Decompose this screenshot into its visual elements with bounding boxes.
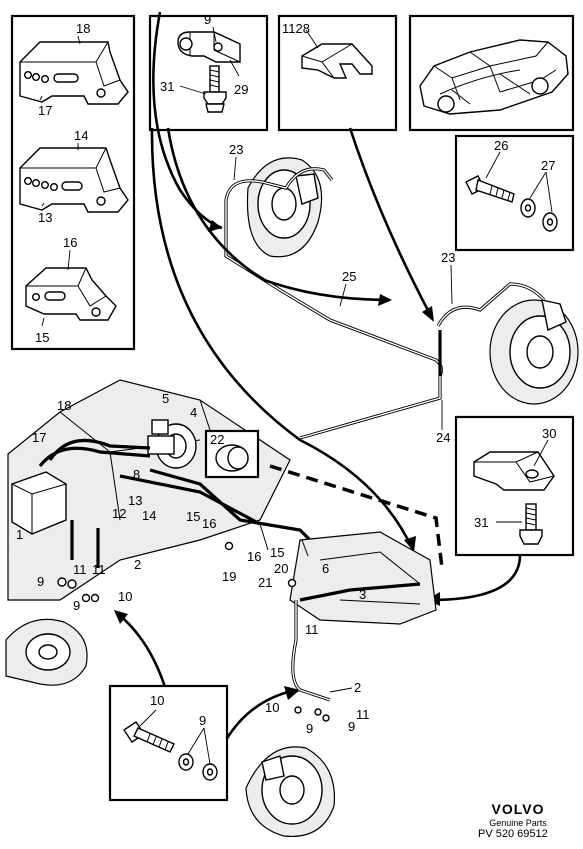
callout-16-engine: 16	[202, 516, 216, 531]
callout-23-front: 23	[229, 142, 243, 157]
callout-15-engine: 15	[186, 509, 200, 524]
callout-27: 27	[541, 158, 555, 173]
callout-1128: 1128	[282, 21, 310, 36]
callout-9-top: 9	[204, 12, 211, 27]
callout-4: 4	[190, 405, 197, 420]
bracket-16-15	[25, 267, 117, 321]
grommet-22-box: 22	[204, 429, 260, 479]
bracket-30-box: 30 31	[454, 415, 575, 557]
callout-30: 30	[542, 426, 556, 441]
callout-29: 29	[234, 82, 248, 97]
callout-9-box: 9	[199, 713, 206, 728]
clip-1128-box: 1128	[277, 14, 398, 132]
brand-subtitle: Genuine Parts	[489, 818, 547, 828]
front-brake-disc: 23	[224, 142, 334, 258]
callout-25: 25	[342, 269, 356, 284]
callout-13-engine: 13	[128, 493, 142, 508]
callout-18: 18	[76, 21, 90, 36]
callout-24: 24	[436, 430, 450, 445]
volvo-logo: VOLVO	[491, 801, 545, 817]
callout-2-rear: 2	[354, 680, 361, 695]
callout-31-top: 31	[160, 79, 174, 94]
callout-14-engine: 14	[142, 508, 156, 523]
callout-10-box: 10	[150, 693, 164, 708]
callout-9-b: 9	[73, 598, 80, 613]
callout-1: 1	[16, 527, 23, 542]
bracket-14-13	[19, 147, 129, 213]
callout-22: 22	[210, 432, 224, 447]
callout-21: 21	[258, 575, 272, 590]
rear-axle-assembly: 16 15 19 20 21 6 3 11 2 10 9 11 9	[222, 464, 444, 736]
brake-pipe-25-24: 25 24	[224, 200, 546, 445]
bolt-washer-box: 26 27	[454, 134, 575, 252]
callout-31-rear: 31	[474, 515, 488, 530]
callout-11-a: 11	[73, 562, 87, 577]
bolt-10-washer-box: 10 9	[108, 684, 229, 802]
callout-12: 12	[112, 506, 126, 521]
callout-13: 13	[38, 210, 52, 225]
callout-6: 6	[322, 561, 329, 576]
part-number: PV 520 69512	[478, 828, 548, 840]
callout-23-rear: 23	[441, 250, 455, 265]
callout-20: 20	[274, 561, 288, 576]
callout-17-engine: 17	[32, 430, 46, 445]
callout-26: 26	[494, 138, 508, 153]
callout-8: 8	[133, 467, 140, 482]
callout-15-rear: 15	[270, 545, 284, 560]
callout-16: 16	[63, 235, 77, 250]
callout-15: 15	[35, 330, 49, 345]
callout-17: 17	[38, 103, 52, 118]
bracket-kit-box: 18 17 14 13 16 15	[10, 14, 136, 351]
callout-10-a: 10	[118, 589, 132, 604]
callout-9-rear-b: 9	[348, 719, 355, 734]
callout-11-rear-b: 11	[356, 707, 370, 722]
callout-14: 14	[74, 128, 88, 143]
volvo-brand-block: VOLVO Genuine Parts	[462, 801, 574, 828]
callout-19: 19	[222, 569, 236, 584]
car-overview-box	[408, 14, 575, 132]
callout-10-rear: 10	[265, 700, 279, 715]
callout-5: 5	[162, 391, 169, 406]
reference-arrows	[114, 11, 522, 741]
rear-brake-disc-left	[245, 746, 336, 838]
callout-16-rear: 16	[247, 549, 261, 564]
callout-3: 3	[359, 587, 366, 602]
clip-bolt-box: 9 31 29	[148, 12, 269, 132]
callout-11-b: 11	[92, 562, 106, 577]
front-brake-disc-left	[5, 618, 88, 686]
callout-11-rear: 11	[305, 622, 319, 637]
callout-9-a: 9	[37, 574, 44, 589]
rear-brake-disc-right: 23	[441, 250, 579, 405]
callout-9-rear: 9	[306, 721, 313, 736]
bracket-18-17	[19, 41, 129, 105]
callout-2-front: 2	[134, 557, 141, 572]
callout-18-engine: 18	[57, 398, 71, 413]
